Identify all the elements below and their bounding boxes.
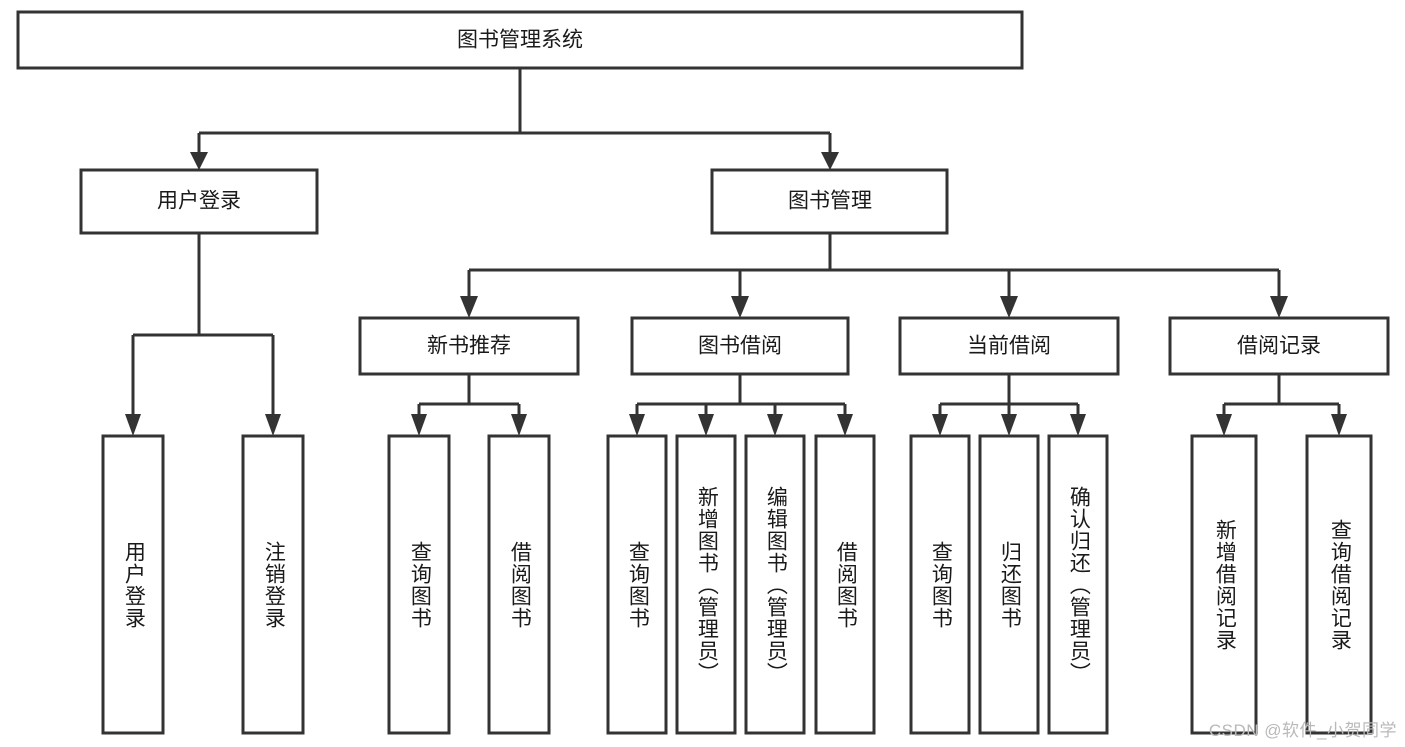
node-leaf-query-book-2[interactable] (606, 434, 668, 735)
arrowhead-new-book-recommend (460, 296, 478, 318)
arrowhead-leaf-user-logout (265, 414, 281, 436)
arrowhead-leaf-return-book (1001, 414, 1017, 436)
node-book-borrow[interactable] (630, 316, 850, 376)
arrowhead-book-manage (821, 152, 839, 170)
node-leaf-return-book[interactable] (978, 434, 1040, 735)
label-new-book-recommend: 新书推荐 (427, 335, 511, 358)
arrowhead-leaf-confirm-return (1070, 414, 1086, 436)
arrowhead-leaf-query-book-1 (411, 414, 427, 436)
arrowhead-current-borrow (1000, 296, 1018, 318)
node-user-login[interactable] (79, 168, 319, 235)
arrowhead-leaf-borrow-book-2 (837, 414, 853, 436)
arrowhead-leaf-add-record (1216, 414, 1232, 436)
node-current-borrow[interactable] (898, 316, 1120, 376)
node-rect-group (16, 10, 1390, 735)
node-leaf-query-record[interactable] (1305, 434, 1373, 735)
arrowhead-leaf-add-book (698, 414, 714, 436)
node-book-manage[interactable] (710, 168, 949, 235)
node-leaf-query-book-3[interactable] (909, 434, 971, 735)
connector-group (125, 68, 1347, 436)
label-book-borrow: 图书借阅 (698, 335, 782, 358)
label-borrow-record: 借阅记录 (1237, 335, 1321, 358)
node-leaf-query-book-1[interactable] (387, 434, 451, 735)
arrowhead-leaf-user-login (125, 414, 141, 436)
node-new-book-recommend[interactable] (358, 316, 580, 376)
label-current-borrow: 当前借阅 (967, 335, 1051, 358)
node-leaf-add-book[interactable] (675, 434, 737, 735)
arrowhead-leaf-query-book-3 (932, 414, 948, 436)
arrowhead-leaf-query-book-2 (629, 414, 645, 436)
node-borrow-record[interactable] (1168, 316, 1390, 376)
arrowhead-leaf-edit-book (767, 414, 783, 436)
node-leaf-user-logout[interactable] (241, 434, 305, 735)
arrowhead-borrow-record (1270, 296, 1288, 318)
label-user-login: 用户登录 (157, 190, 241, 213)
arrowhead-leaf-query-record (1331, 414, 1347, 436)
node-leaf-borrow-book-1[interactable] (487, 434, 551, 735)
horizontal-label-group: 图书管理系统 用户登录 图书管理 新书推荐 图书借阅 当前借阅 借阅记录 (157, 29, 1321, 358)
node-leaf-borrow-book-2[interactable] (814, 434, 876, 735)
label-root: 图书管理系统 (457, 29, 583, 52)
node-leaf-user-login[interactable] (101, 434, 165, 735)
node-root[interactable] (16, 10, 1024, 70)
watermark-text: CSDN @软件_小贺同学 (1208, 721, 1397, 740)
arrowhead-book-borrow (731, 296, 749, 318)
label-book-manage: 图书管理 (788, 190, 872, 213)
node-leaf-confirm-return[interactable] (1047, 434, 1109, 735)
node-leaf-add-record[interactable] (1190, 434, 1258, 735)
node-leaf-edit-book[interactable] (744, 434, 806, 735)
arrowhead-user-login (190, 152, 208, 170)
arrowhead-leaf-borrow-book-1 (511, 414, 527, 436)
